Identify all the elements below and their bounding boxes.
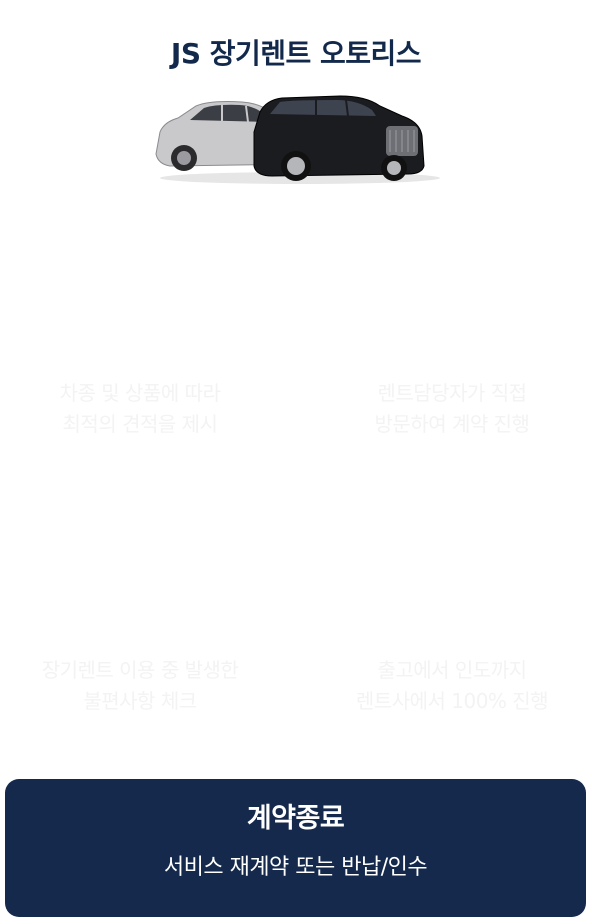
- page-title: JS 장기렌트 오토리스: [170, 37, 422, 70]
- feature-estimate: 차종 및 상품에 따라 최적의 견적을 제시: [0, 378, 280, 440]
- feature-check: 장기렌트 이용 중 발생한 불편사항 체크: [0, 655, 280, 717]
- feature-check-line1: 장기렌트 이용 중 발생한: [41, 658, 239, 682]
- feature-check-line2: 불편사항 체크: [83, 689, 197, 713]
- feature-delivery-line2: 렌트사에서 100% 진행: [355, 689, 549, 713]
- feature-estimate-line1: 차종 및 상품에 따라: [59, 381, 221, 405]
- feature-visit-line2: 방문하여 계약 진행: [374, 412, 530, 436]
- banner-title: 계약종료: [246, 803, 345, 834]
- cars-image: [155, 95, 440, 184]
- feature-visit: 렌트담당자가 직접 방문하여 계약 진행: [312, 378, 592, 440]
- black-suv-image: [253, 95, 425, 181]
- contract-end-banner[interactable]: 계약종료 서비스 재계약 또는 반납/인수: [5, 779, 586, 917]
- feature-delivery: 출고에서 인도까지 렌트사에서 100% 진행: [312, 655, 592, 717]
- feature-visit-line1: 렌트담당자가 직접: [377, 381, 527, 405]
- feature-estimate-line2: 최적의 견적을 제시: [62, 412, 218, 436]
- feature-delivery-line1: 출고에서 인도까지: [377, 658, 527, 682]
- banner-subtitle: 서비스 재계약 또는 반납/인수: [163, 855, 428, 880]
